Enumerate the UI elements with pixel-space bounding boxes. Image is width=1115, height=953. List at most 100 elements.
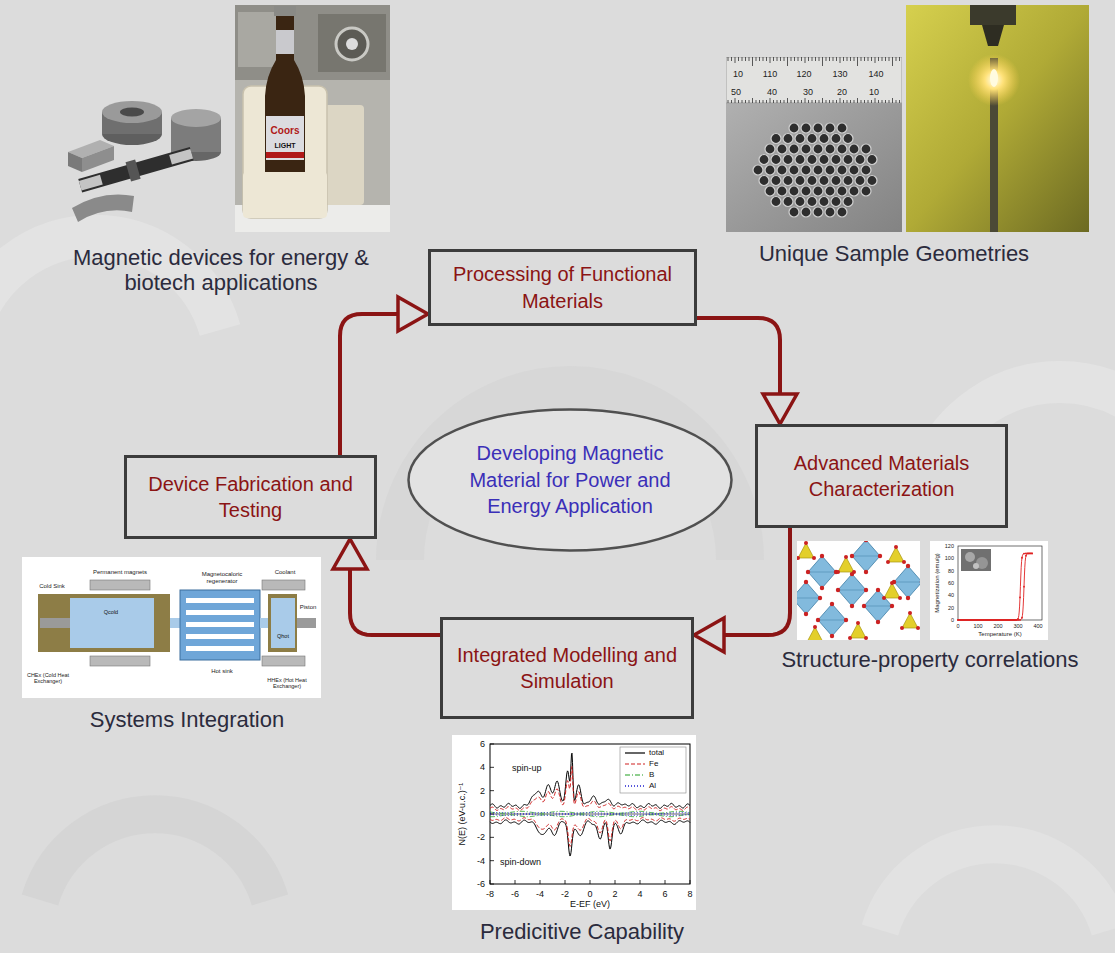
magnetization-plot (963, 619, 965, 621)
crystal-structure (864, 570, 868, 574)
sample-photo (753, 123, 877, 217)
magnetization-plot (1027, 553, 1029, 555)
crystal-structure (818, 596, 822, 600)
crystal-structure (850, 623, 866, 638)
tick-label: 20 (948, 605, 954, 611)
tick-label: 300 (1013, 622, 1022, 628)
magnetization-plot (1015, 619, 1017, 621)
sample-photo (801, 123, 811, 133)
sample-photo (843, 100, 844, 103)
legend-sample (625, 763, 645, 764)
sample-photo (777, 100, 778, 103)
magnetization-plot (987, 619, 989, 621)
legend-text: B (649, 771, 654, 779)
magnet-photo (78, 147, 193, 192)
sample-photo (899, 100, 900, 103)
sample-photo (843, 134, 853, 144)
sample-photo (749, 57, 750, 61)
system-schematic (90, 656, 150, 666)
sample-photo (783, 176, 793, 186)
sample-photo (829, 57, 830, 61)
sample-photo (868, 100, 869, 103)
sample-photo (763, 100, 764, 103)
sample-photo (819, 100, 820, 103)
dos-plot (640, 880, 641, 884)
tick-label: 0 (951, 617, 954, 623)
sample-photo (819, 57, 820, 61)
magnet-photo (169, 149, 193, 165)
crystal-structure (906, 564, 910, 568)
system-schematic (262, 656, 305, 666)
sample-photo (759, 155, 769, 165)
crystal-structure (890, 604, 894, 608)
sample-photo (885, 57, 886, 61)
sample-photo (833, 57, 834, 61)
part-label: Coolant (275, 569, 296, 576)
sample-photo (783, 155, 793, 165)
sample-photo (829, 100, 830, 103)
system-schematic (170, 618, 180, 628)
crystal-structure (844, 555, 848, 559)
magnetization-plot (965, 619, 967, 621)
sample-photo (892, 98, 893, 103)
sample-photo (836, 57, 837, 61)
device-photo (318, 14, 386, 72)
sample-photo (826, 57, 827, 61)
magnetization-plot (1005, 619, 1007, 621)
system-schematic (268, 594, 297, 652)
magnet-photo (72, 195, 134, 223)
sample-photo (749, 100, 750, 103)
system-schematic (180, 590, 260, 660)
dos-plot (490, 744, 690, 884)
sample-photo (843, 176, 853, 186)
sample-photo (771, 176, 781, 186)
sample-photo (759, 100, 760, 103)
magnetization-plot (969, 619, 971, 621)
magnetization-plot (957, 619, 959, 621)
sample-photo (726, 57, 902, 232)
sample-photo (808, 100, 809, 103)
magnetization-plot (961, 619, 963, 621)
magnetization-plot (965, 552, 975, 562)
magnetization-plot (959, 619, 961, 621)
magnetization-plot (963, 619, 965, 621)
sample-photo (771, 197, 781, 207)
magnetization-plot (1007, 619, 1009, 621)
sample-photo (837, 123, 847, 133)
sample-photo (813, 165, 823, 175)
sample-photo (819, 155, 829, 165)
sample-photo (849, 186, 859, 196)
magnetization-plot (1029, 553, 1031, 555)
sample-photo (789, 207, 799, 217)
plot-annotation: spin-up (512, 763, 542, 773)
sample-photo (742, 57, 743, 61)
axis-label: E-EF (eV) (570, 899, 610, 909)
device-photo (235, 5, 390, 232)
magnetization-plot (1023, 586, 1025, 588)
sample-photo (840, 98, 841, 103)
sample-photo (795, 197, 805, 207)
sample-photo (770, 98, 771, 103)
system-schematic (186, 646, 254, 651)
crystal-structure (813, 625, 817, 629)
magnetization-plot (930, 541, 1048, 640)
node-text: Device Fabrication and Testing (137, 471, 364, 524)
sample-photo (843, 197, 853, 207)
magnetization-plot (930, 541, 1048, 640)
magnetization-plot (1029, 553, 1031, 555)
sample-photo (849, 144, 859, 154)
legend-row: B (624, 770, 654, 780)
sample-photo (847, 100, 848, 103)
sample-photo (777, 144, 787, 154)
sample-photo (825, 186, 835, 196)
magnetization-plot (997, 619, 999, 621)
tick-label: 40 (948, 592, 954, 598)
crystal-structure (882, 596, 886, 600)
system-schematic (22, 557, 321, 698)
tick-label: 0 (480, 809, 485, 819)
dos-plot (490, 743, 494, 744)
magnetization-plot (1013, 619, 1015, 621)
magnetization-plot (959, 619, 961, 621)
crystal-structure (894, 582, 920, 583)
image-caption: Structure-property correlations (781, 647, 1078, 672)
